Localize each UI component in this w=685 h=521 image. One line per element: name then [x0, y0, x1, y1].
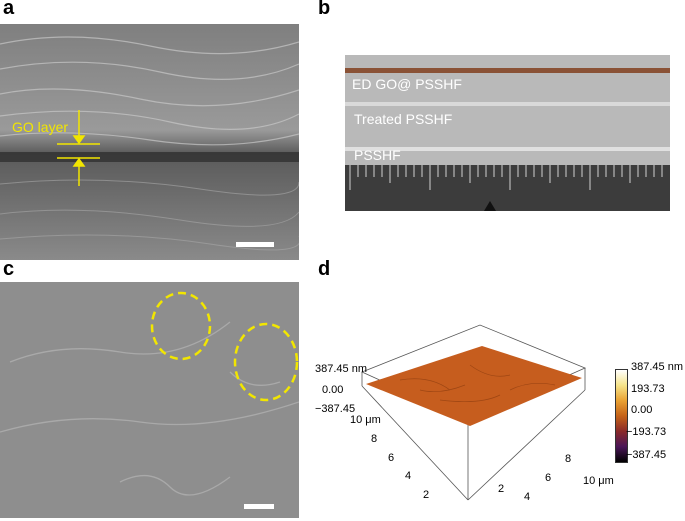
- y-axis-tick-2: 2: [423, 489, 430, 501]
- x-axis-tick-8: 8: [565, 453, 572, 465]
- y-axis-end-label: 10 μm: [350, 414, 381, 426]
- colorbar-label-2: 193.73: [631, 383, 665, 395]
- panel-a-sem-image: [0, 24, 299, 260]
- highlight-circle-2: [233, 322, 299, 402]
- y-axis-tick-4: 4: [405, 470, 412, 482]
- panel-letter-b: b: [318, 0, 331, 19]
- fiber-ed-go: [345, 68, 670, 73]
- afm-axes-box: [360, 324, 587, 501]
- panel-d-afm-plot: [360, 324, 587, 501]
- x-axis-end-label: 10 μm: [583, 475, 614, 487]
- colorbar-label-3: 0.00: [631, 404, 653, 416]
- colorbar: [615, 369, 628, 463]
- colorbar-label-1: 387.45 nm: [631, 361, 683, 373]
- scale-bar: [236, 242, 274, 247]
- x-axis-tick-6: 6: [545, 472, 552, 484]
- go-layer-label: GO layer: [12, 119, 69, 135]
- panel-letter-d: d: [318, 258, 331, 280]
- colorbar-label-5: −387.45: [626, 449, 667, 461]
- fiber-treated: [345, 102, 670, 106]
- panel-c-sem-image: [0, 282, 299, 518]
- z-axis-bottom-label: −387.45: [315, 403, 356, 415]
- x-axis-tick-4: 4: [524, 491, 531, 503]
- go-layer-annotation: [57, 110, 100, 186]
- z-axis-top-label: 387.45 nm: [315, 363, 367, 375]
- fiber-label-treated: Treated PSSHF: [354, 111, 453, 127]
- panel-letter-a: a: [3, 0, 15, 19]
- x-axis-tick-2: 2: [498, 483, 505, 495]
- ruler-ticks: [349, 165, 663, 190]
- panel-b-photo: [345, 55, 670, 211]
- ruler-marker: [484, 201, 496, 211]
- y-axis-tick-8: 8: [371, 433, 378, 445]
- scale-bar: [244, 504, 274, 509]
- fiber-label-psshf: PSSHF: [354, 147, 401, 163]
- afm-surface: [366, 346, 582, 426]
- panel-letter-c: c: [3, 258, 15, 280]
- colorbar-label-4: −193.73: [626, 426, 667, 438]
- z-axis-mid-label: 0.00: [322, 384, 344, 396]
- y-axis-tick-6: 6: [388, 452, 395, 464]
- fiber-psshf: [345, 147, 670, 151]
- fiber-label-ed-go: ED GO@ PSSHF: [352, 76, 462, 92]
- highlight-circle-1: [150, 291, 212, 361]
